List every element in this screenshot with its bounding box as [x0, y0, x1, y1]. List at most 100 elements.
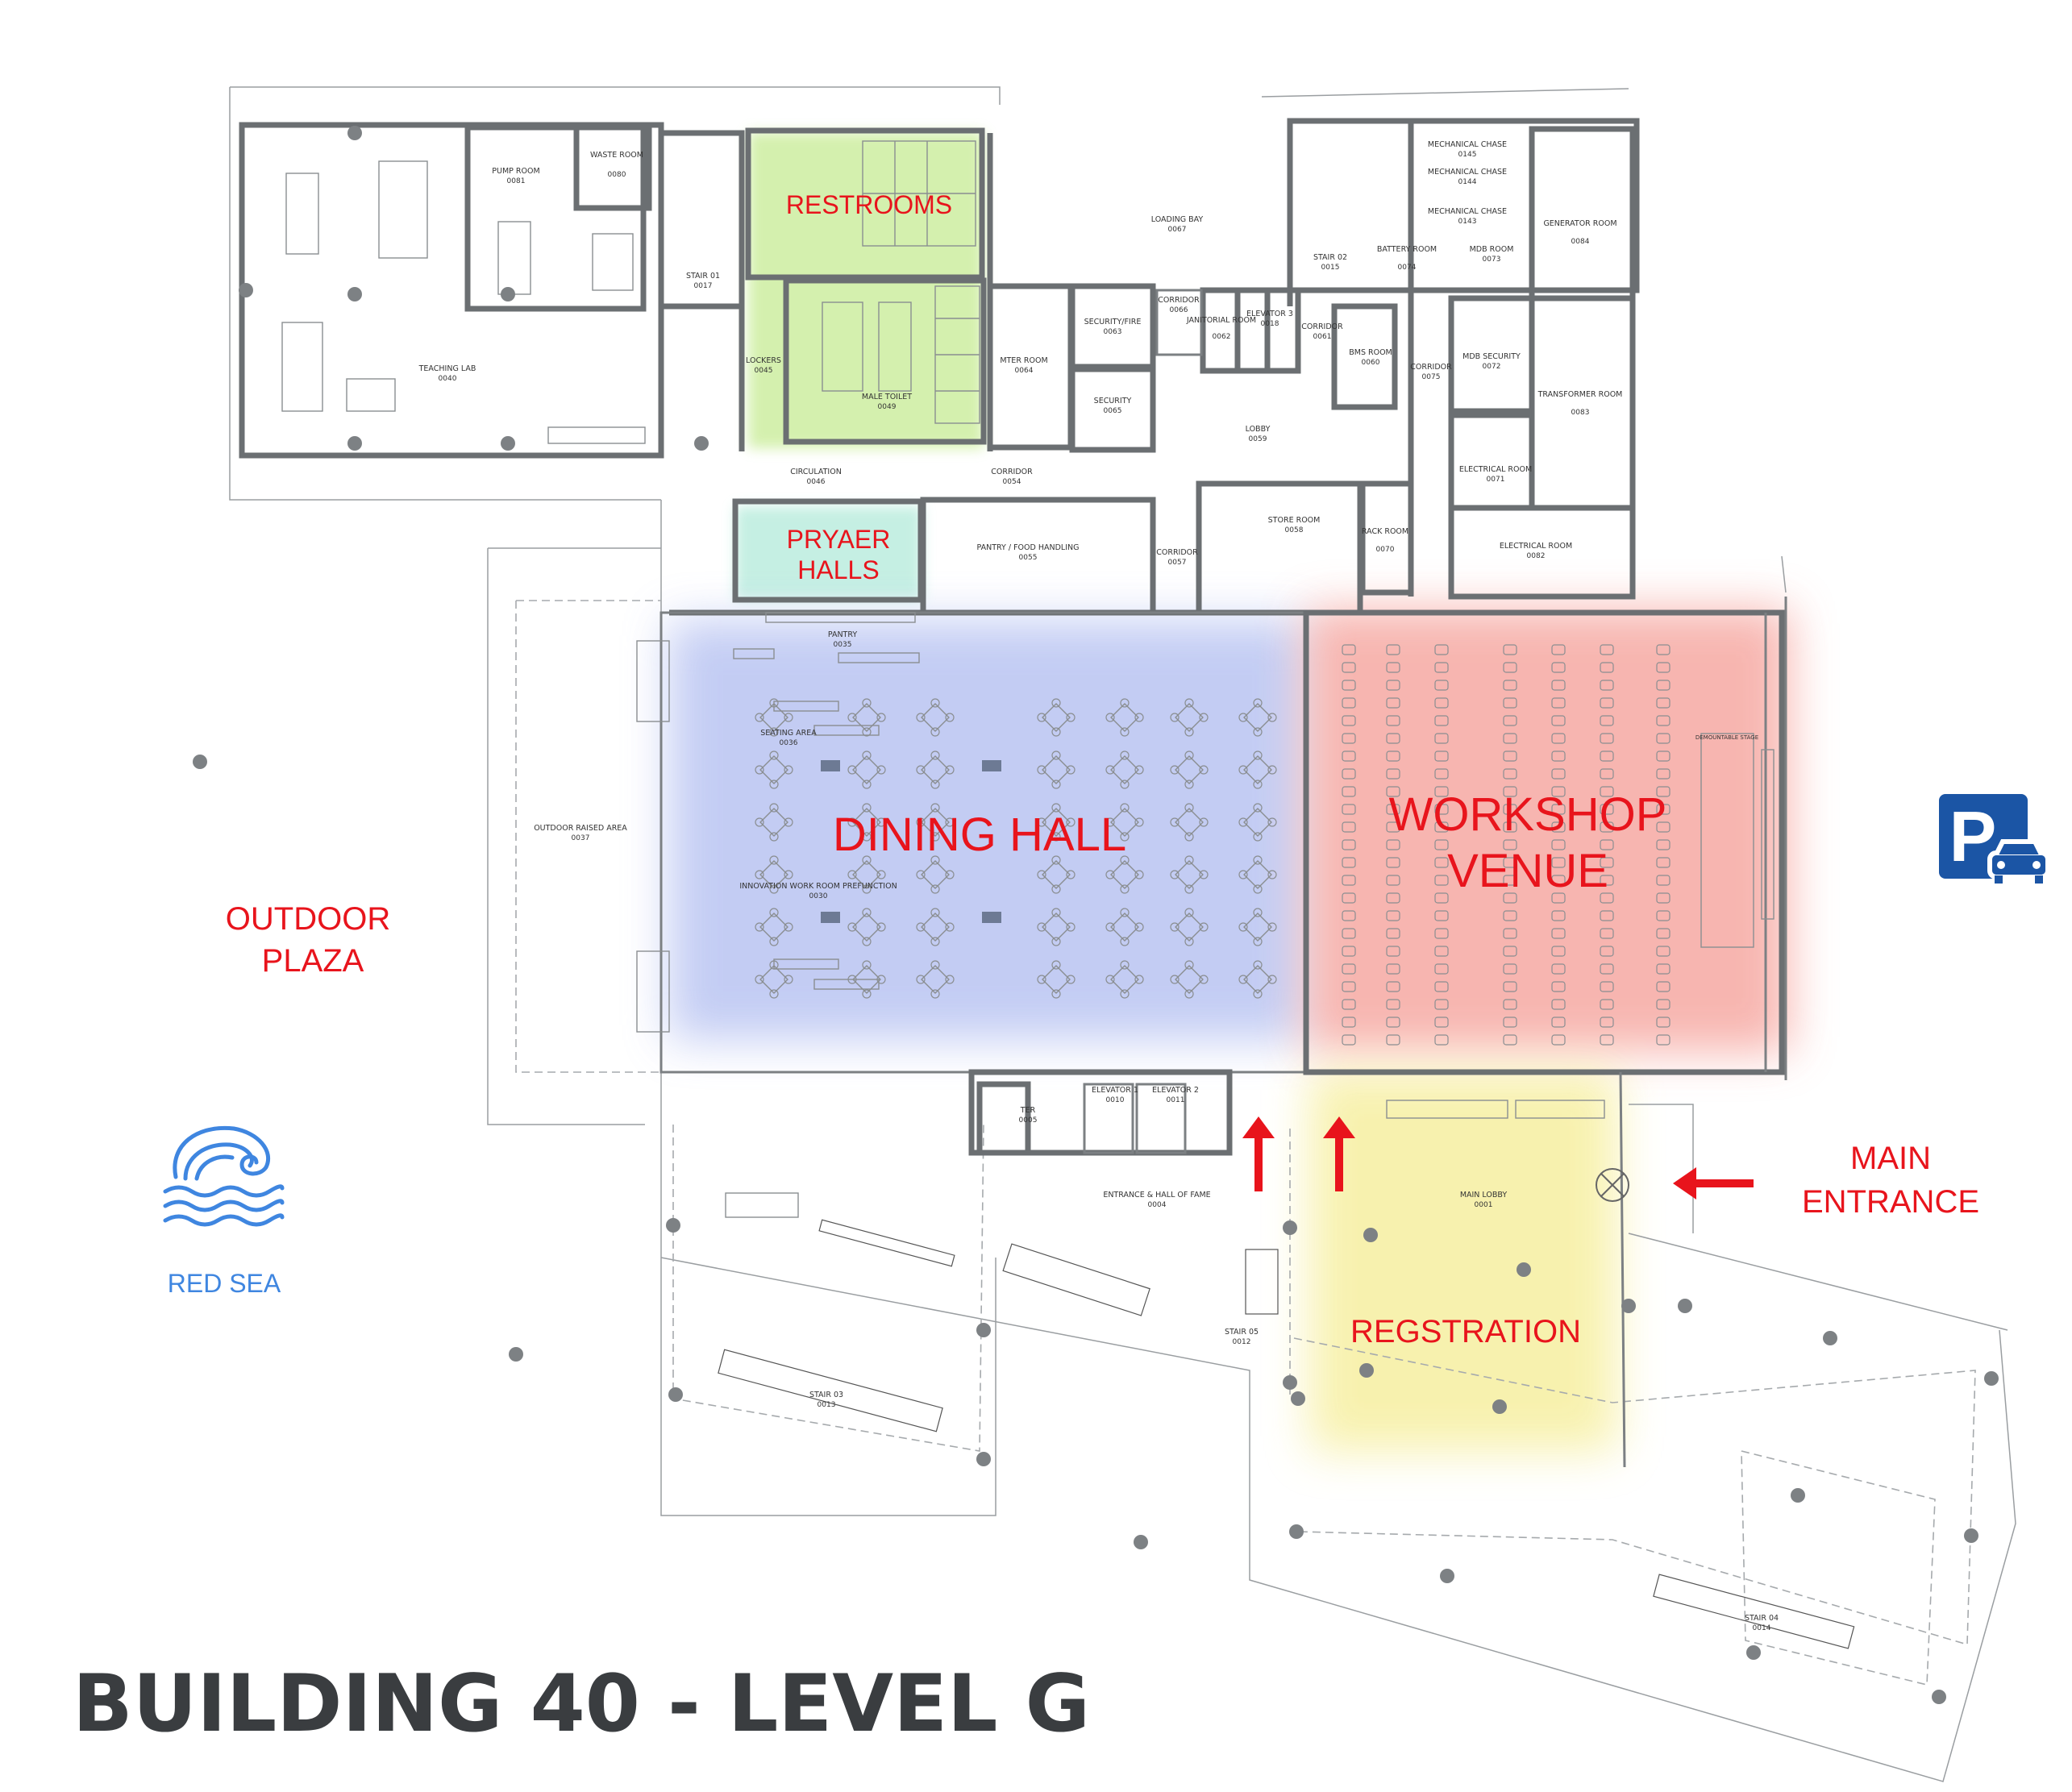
workshop-seat	[1434, 680, 1449, 691]
workshop-seat	[1656, 875, 1670, 886]
room-number-pump-room: 0081	[507, 177, 526, 185]
column	[1791, 1488, 1805, 1503]
workshop-seat	[1386, 821, 1400, 833]
workshop-seat	[1342, 999, 1356, 1010]
workshop-seat	[1386, 946, 1400, 957]
workshop-seat	[1551, 804, 1566, 815]
dining-table	[1037, 750, 1076, 789]
workshop-seat	[1503, 928, 1517, 939]
workshop-seat	[1656, 644, 1670, 655]
room-number-ter: 0005	[1019, 1116, 1038, 1125]
workshop-seat	[1656, 662, 1670, 673]
room-label-stair01: STAIR 01	[686, 272, 720, 281]
room-label-outdoor-raised: OUTDOOR RAISED AREA	[534, 824, 627, 833]
furniture	[281, 140, 1855, 1649]
workshop-seat	[1600, 768, 1614, 780]
dining-table	[847, 698, 886, 737]
room-number-generator: 0084	[1571, 238, 1590, 246]
zone-label-workshop-1: WORKSHOP	[1389, 788, 1667, 841]
workshop-seat	[1656, 892, 1670, 904]
room-number-waste-room: 0080	[608, 171, 626, 179]
room-number-janitorial: 0062	[1213, 333, 1231, 341]
workshop-seat	[1342, 1017, 1356, 1028]
workshop-seat	[1656, 1017, 1670, 1028]
dining-table	[1170, 803, 1209, 842]
dining-table	[1238, 960, 1277, 999]
room-number-stair03: 0013	[818, 1401, 836, 1409]
room-label-loading-bay: LOADING BAY	[1151, 215, 1204, 224]
zone-labels: RESTROOMS PRYAER HALLS DINING HALL WORKS…	[168, 190, 1979, 1349]
dining-table	[1105, 960, 1144, 999]
dining-service-unit	[821, 760, 840, 771]
room-label-mter-room: MTER ROOM	[1000, 356, 1047, 365]
workshop-seat	[1342, 892, 1356, 904]
workshop-seat	[1503, 733, 1517, 744]
workshop-seat	[1386, 733, 1400, 744]
map-title: BUILDING 40 - LEVEL G	[73, 1658, 1090, 1750]
room-label-bms-room: BMS ROOM	[1349, 348, 1392, 357]
workshop-seat	[1600, 804, 1614, 815]
room-label-circulation: CIRCULATION	[790, 468, 842, 476]
workshop-seat	[1656, 946, 1670, 957]
workshop-seat	[1386, 857, 1400, 868]
column	[193, 755, 207, 769]
room-number-lobby59: 0059	[1249, 435, 1267, 443]
room-label-store-room: STORE ROOM	[1268, 516, 1321, 525]
workshop-seat	[1656, 804, 1670, 815]
workshop-seat	[1551, 981, 1566, 992]
workshop-seat	[1386, 999, 1400, 1010]
workshop-seat	[1386, 697, 1400, 709]
room-number-stair01: 0017	[694, 282, 713, 290]
workshop-seat	[1386, 981, 1400, 992]
room-number-outdoor-raised: 0037	[572, 834, 590, 842]
workshop-seat	[1600, 910, 1614, 921]
column	[1517, 1262, 1531, 1277]
workshop-seat	[1600, 1034, 1614, 1046]
workshop-seat	[1342, 946, 1356, 957]
room-label-electrical71: ELECTRICAL ROOM	[1459, 465, 1532, 474]
room-label-rack-room: RACK ROOM	[1362, 527, 1408, 536]
dining-table	[755, 960, 793, 999]
workshop-seat	[1503, 963, 1517, 975]
dining-table	[847, 908, 886, 946]
room-label-main-lobby: MAIN LOBBY	[1460, 1191, 1508, 1200]
workshop-seat	[1342, 875, 1356, 886]
room-number-bms-room: 0060	[1362, 359, 1380, 367]
room-number-lockers: 0045	[755, 367, 773, 375]
dining-table	[916, 698, 955, 737]
room-number-male-toilet: 0049	[878, 403, 897, 411]
room-label-security-fire: SECURITY/FIRE	[1084, 318, 1142, 326]
dining-hall-highlight	[669, 621, 1306, 1040]
dining-table	[1037, 803, 1076, 842]
dining-table	[1037, 908, 1076, 946]
workshop-seat	[1386, 963, 1400, 975]
arrow-icon	[1323, 1116, 1355, 1191]
workshop-seat	[1386, 644, 1400, 655]
room-number-circulation: 0046	[807, 478, 826, 486]
room-number-main-lobby: 0001	[1475, 1201, 1493, 1209]
zone-label-red-sea: RED SEA	[168, 1269, 281, 1298]
column	[347, 126, 362, 140]
room-label-stair02: STAIR 02	[1313, 253, 1347, 262]
room-number-corridor61: 0061	[1313, 333, 1332, 341]
dining-table	[755, 855, 793, 894]
room-label-stair04: STAIR 04	[1745, 1614, 1779, 1623]
workshop-seat	[1434, 786, 1449, 797]
workshop-seat	[1342, 750, 1356, 762]
workshop-seat	[1503, 768, 1517, 780]
column	[1440, 1569, 1454, 1583]
workshop-seat	[1600, 981, 1614, 992]
dining-table	[1170, 750, 1209, 789]
column	[1678, 1299, 1692, 1313]
dining-table	[1170, 855, 1209, 894]
entrance-arrows	[1242, 1116, 1754, 1200]
workshop-seat	[1386, 786, 1400, 797]
room-label-battery: BATTERY ROOM	[1377, 245, 1437, 254]
workshop-seat	[1503, 750, 1517, 762]
workshop-seat	[1342, 963, 1356, 975]
dining-table	[1238, 855, 1277, 894]
column	[1823, 1331, 1837, 1345]
workshop-seat	[1434, 821, 1449, 833]
column	[668, 1387, 683, 1402]
dining-table	[847, 855, 886, 894]
